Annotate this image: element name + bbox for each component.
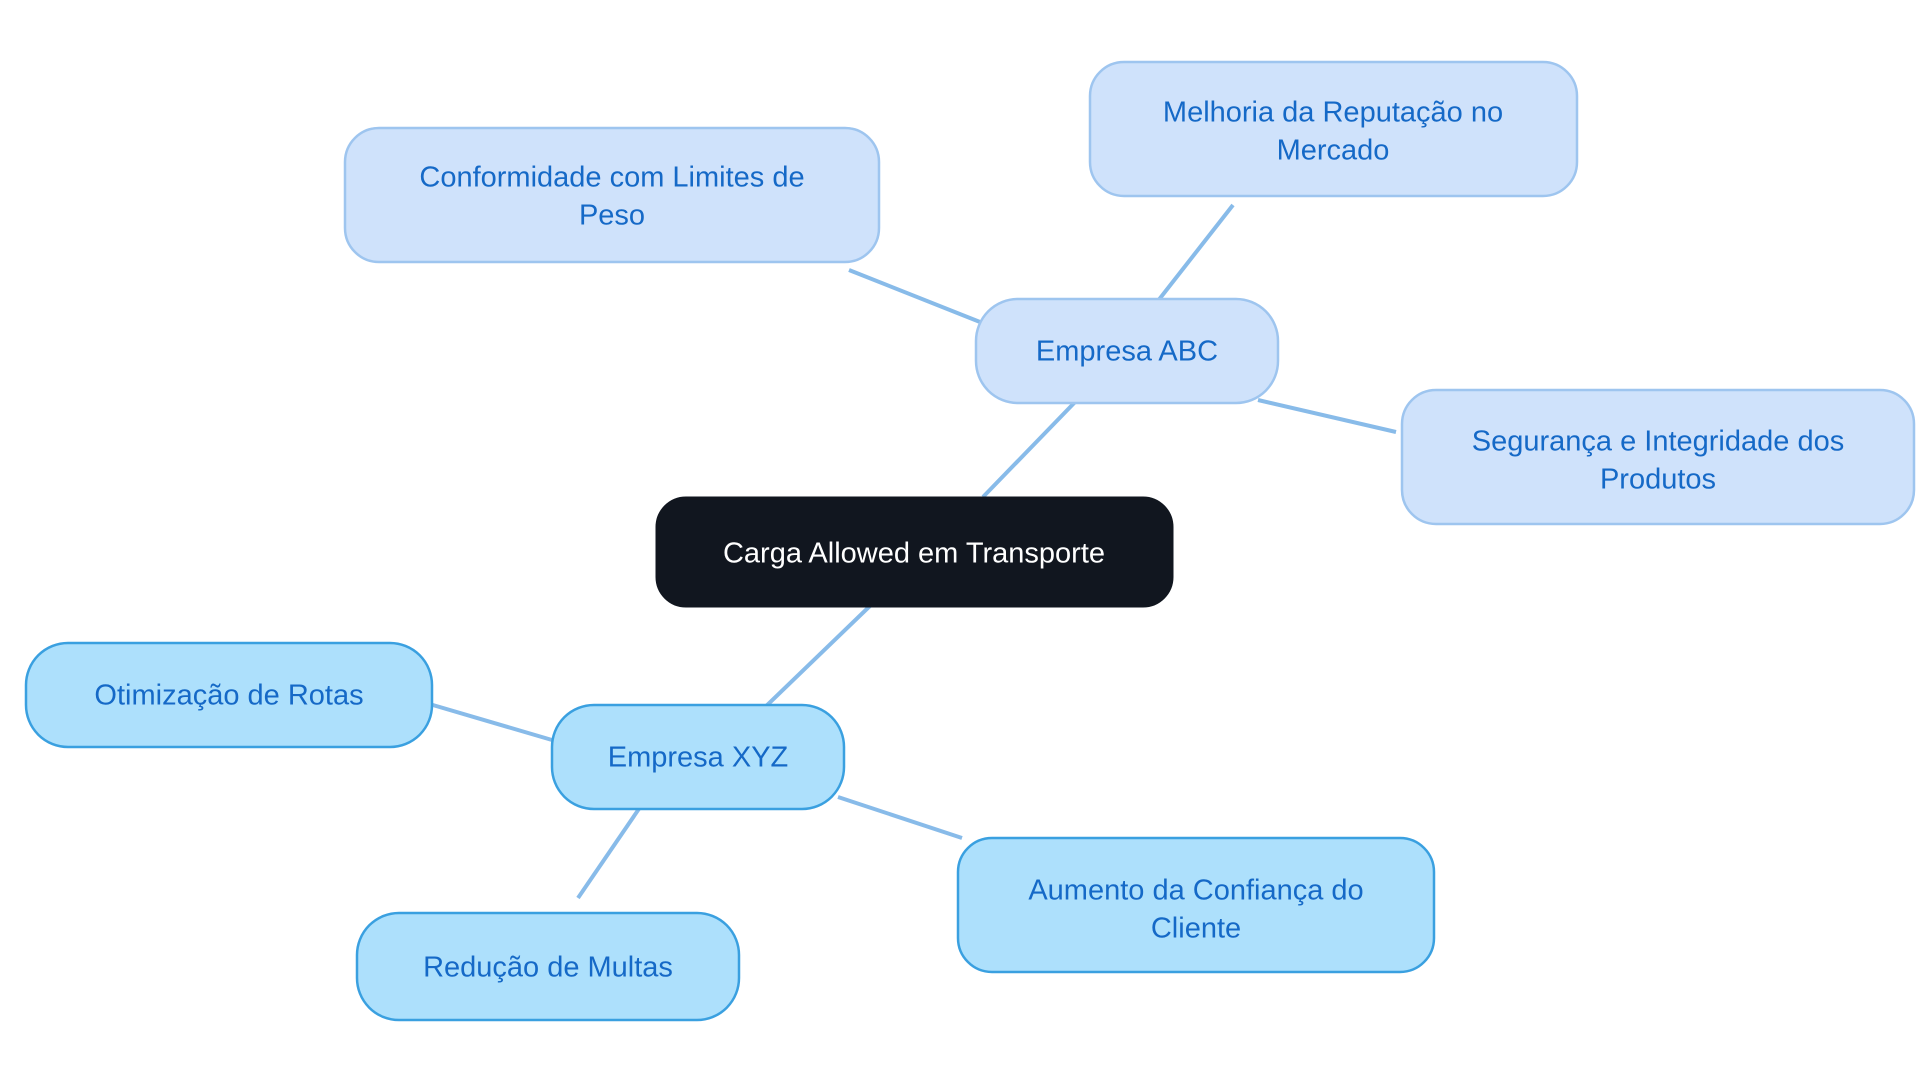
- edge-xyz-to-otimizacao: [425, 701, 553, 742]
- node-shape: [974, 297, 1280, 405]
- node-conformidade-com-limites-de-peso[interactable]: Conformidade com Limites de Peso: [343, 126, 881, 264]
- node-shape: [655, 496, 1174, 608]
- node-melhoria-da-reputacao-no-mercado[interactable]: Melhoria da Reputação no Mercado: [1088, 60, 1579, 198]
- node-label: Carga Allowed em Transporte: [723, 538, 1105, 570]
- node-label-line1: Aumento da Confiança do: [1028, 875, 1363, 907]
- node-shape: [1088, 60, 1579, 198]
- node-label-line2: Mercado: [1277, 135, 1390, 167]
- node-reducao-de-multas[interactable]: Redução de Multas: [355, 911, 741, 1022]
- node-label-line1: Conformidade com Limites de: [419, 162, 804, 194]
- node-label-line2: Peso: [579, 200, 645, 232]
- node-shape: [956, 836, 1436, 974]
- node-empresa-abc[interactable]: Empresa ABC: [974, 297, 1280, 405]
- node-label: Empresa ABC: [1036, 336, 1218, 368]
- node-shape: [550, 703, 846, 811]
- node-label: Otimização de Rotas: [94, 680, 363, 712]
- node-root[interactable]: Carga Allowed em Transporte: [655, 496, 1174, 608]
- node-shape: [1400, 388, 1916, 526]
- node-label-line2: Produtos: [1600, 464, 1716, 496]
- node-label-line1: Melhoria da Reputação no: [1163, 97, 1503, 129]
- node-label: Empresa XYZ: [608, 742, 789, 774]
- node-aumento-da-confianca-do-cliente[interactable]: Aumento da Confiança do Cliente: [956, 836, 1436, 974]
- edge-root-to-empresa-abc: [981, 397, 1080, 499]
- node-shape: [24, 641, 434, 749]
- node-shape: [343, 126, 881, 264]
- node-label: Redução de Multas: [423, 952, 673, 984]
- edge-xyz-to-reducao: [576, 798, 647, 900]
- edge-abc-to-seguranca: [1257, 398, 1397, 434]
- edge-xyz-to-aumento: [837, 795, 963, 840]
- edge-root-to-empresa-xyz: [758, 602, 874, 714]
- node-label-line2: Cliente: [1151, 913, 1241, 945]
- node-seguranca-e-integridade-dos-produtos[interactable]: Segurança e Integridade dos Produtos: [1400, 388, 1916, 526]
- node-otimizacao-de-rotas[interactable]: Otimização de Rotas: [24, 641, 434, 749]
- node-shape: [355, 911, 741, 1022]
- edge-abc-to-conformidade: [848, 268, 981, 324]
- node-label-line1: Segurança e Integridade dos: [1472, 426, 1844, 458]
- node-empresa-xyz[interactable]: Empresa XYZ: [550, 703, 846, 811]
